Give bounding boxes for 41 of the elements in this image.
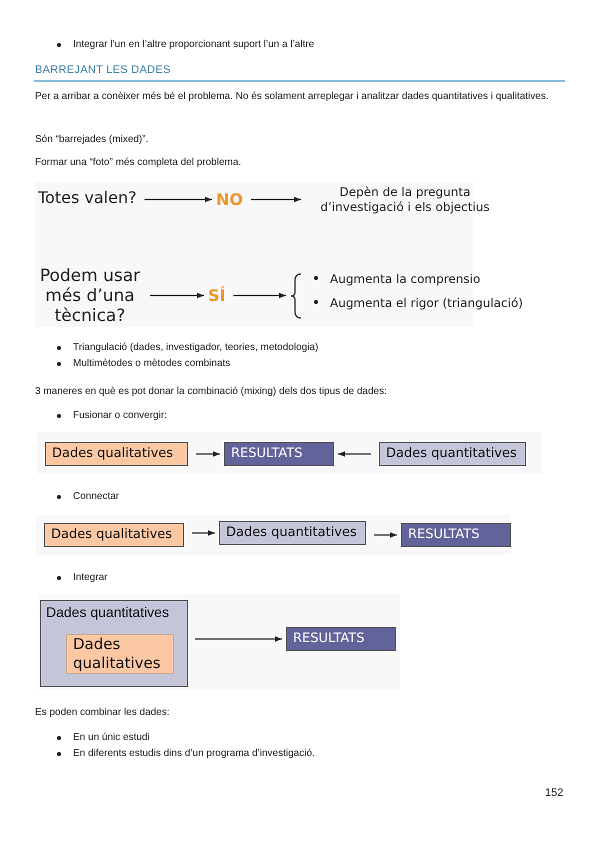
bullet-item: Fusionar o convergir: — [57, 409, 167, 423]
bullet-item: Integrar — [57, 571, 108, 585]
process-box: Dades quantitatives — [219, 521, 366, 545]
paragraph: Són “barrejades (mixed)”. — [35, 133, 148, 147]
note-text: Depèn de la pregunta d’investigació i els objectius — [305, 185, 505, 215]
section-heading: BARREJANT LES DADES — [35, 64, 171, 76]
arrow — [251, 196, 301, 202]
bullet-item: Triangulació (dades, investigador, teories, metodologia) — [57, 341, 318, 355]
bullet-item: Connectar — [57, 490, 120, 504]
answer-text: NO — [216, 190, 243, 209]
question-text: Podem usar més d’una tècnica? — [38, 266, 142, 326]
bullet-text: Augmenta el rigor (triangulació) — [314, 295, 523, 311]
process-box: RESULTATS — [286, 627, 396, 651]
arrow — [233, 292, 286, 298]
group-title: Dades quantitatives — [46, 603, 169, 621]
bullet-text: Augmenta la comprensio — [314, 271, 480, 287]
arrow — [196, 451, 220, 457]
paragraph: Es poden combinar les dades: — [35, 706, 170, 720]
arrow — [195, 636, 282, 642]
process-box: Dades qualitatives — [66, 634, 174, 674]
page-number: 152 — [545, 786, 564, 800]
bullet-item: En un únic estudi — [57, 731, 150, 745]
arrow — [192, 530, 215, 536]
process-box: RESULTATS — [224, 442, 334, 466]
bullet-item: Multimètodes o mètodes combinats — [57, 357, 230, 371]
process-box: Dades qualitatives — [45, 442, 188, 466]
arrow — [150, 292, 204, 298]
process-box: RESULTATS — [401, 523, 511, 547]
group-box — [40, 600, 188, 687]
bullet-item: En diferents estudis dins d’un programa d’investigació. — [57, 747, 315, 761]
process-box: Dades quantitatives — [379, 442, 526, 466]
paragraph: Formar una “foto” més completa del problema. — [35, 156, 242, 170]
arrow — [374, 532, 397, 538]
answer-text: SÍ — [208, 286, 226, 305]
question-text: Totes valen? — [38, 188, 137, 207]
process-box: Dades qualitatives — [44, 523, 184, 547]
arrow — [144, 196, 212, 202]
bullet-item: Integrar l’un en l’altre proporcionant suport l’un a l’altre — [57, 38, 314, 52]
paragraph: Per a arribar a conèixer més bé el problema. No és solament arreplegar i analitzar dades quantitatives i qualitatives. — [35, 90, 550, 104]
paragraph: 3 maneres en què es pot donar la combinació (mixing) dels dos tipus de dades: — [35, 385, 387, 399]
arrow — [338, 451, 371, 457]
